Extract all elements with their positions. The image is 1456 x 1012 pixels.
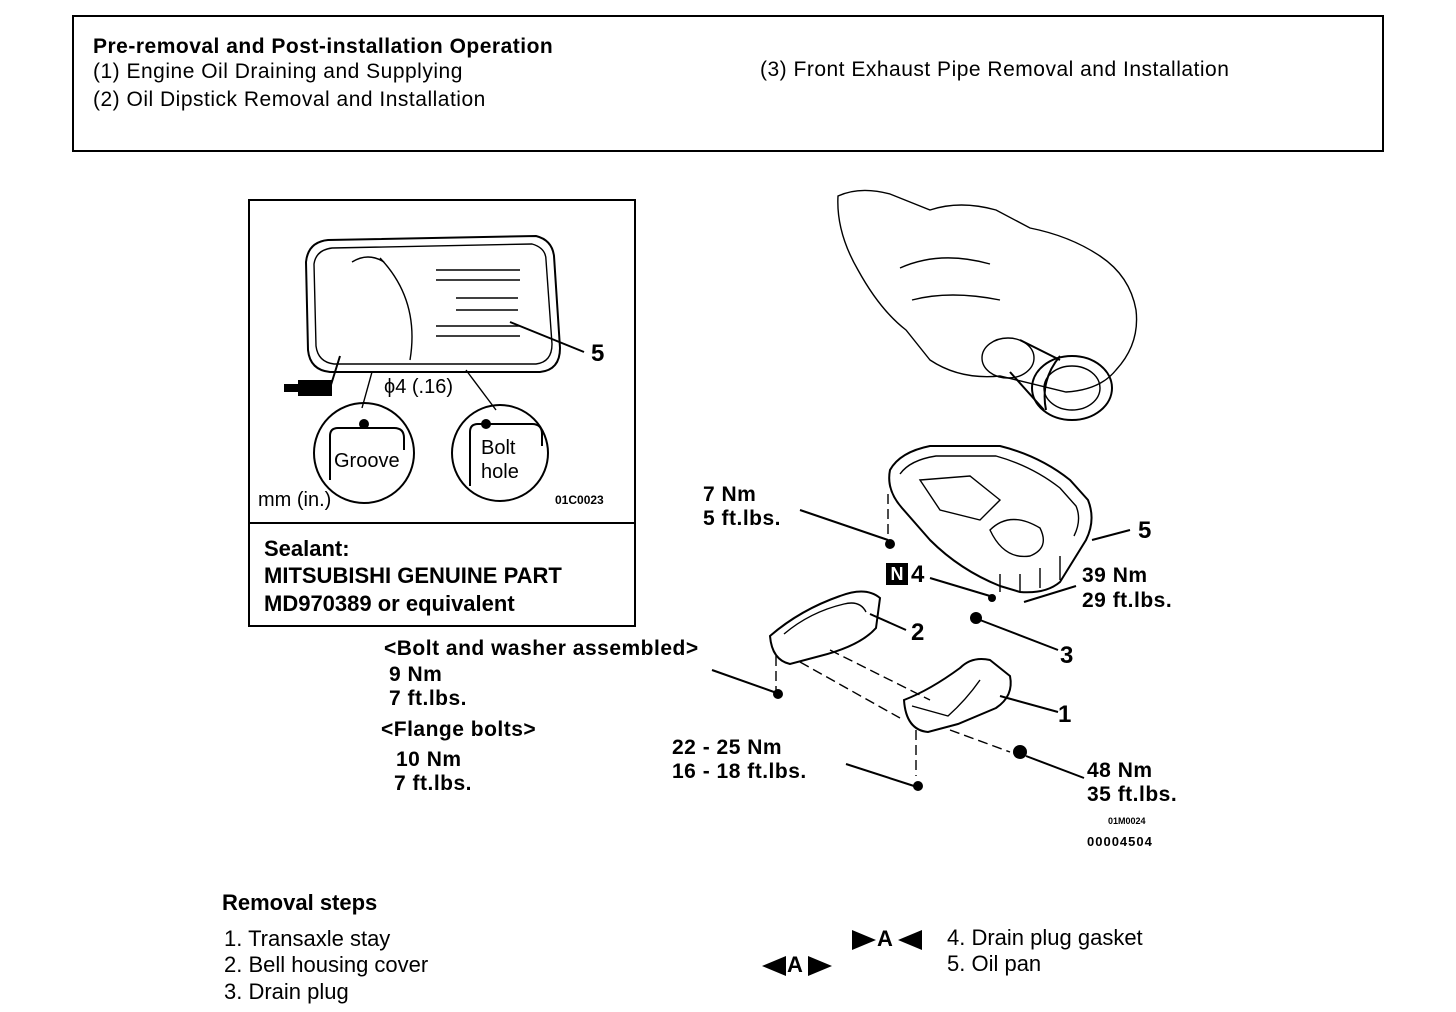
remove-marker-icon (762, 956, 832, 976)
sealant-line-2: MD970389 or equivalent (264, 591, 515, 616)
bolt-hole-label-1: Bolt (481, 437, 516, 459)
operation-item-2: (2) Oil Dipstick Removal and Installatio… (93, 88, 486, 111)
inset-callout-5: 5 (591, 340, 605, 367)
sealant-title: Sealant: (264, 536, 350, 561)
callout-3: 3 (1060, 642, 1074, 669)
transaxle-stay-drawing (902, 658, 1012, 734)
diagram-code-b: 00004504 (1087, 834, 1153, 849)
operations-title: Pre-removal and Post-installation Operat… (93, 35, 554, 58)
operation-item-3: (3) Front Exhaust Pipe Removal and Insta… (760, 58, 1230, 81)
bolt-hole-label-2: hole (481, 461, 519, 483)
callout-1: 1 (1058, 701, 1072, 728)
removal-step-5: 5. Oil pan (947, 951, 1042, 976)
bolt-washer-ft: 7 ft.lbs. (389, 687, 468, 710)
stay-side-nm: 48 Nm (1087, 759, 1153, 782)
remove-marker-label: A (787, 952, 803, 977)
inset-code: 01C0023 (555, 493, 604, 507)
install-marker-icon (852, 930, 922, 950)
sealant-line-1: MITSUBISHI GENUINE PART (264, 563, 562, 588)
bolt-washer-nm: 9 Nm (389, 663, 443, 686)
groove-label: Groove (334, 450, 400, 472)
torque-drain-ft: 29 ft.lbs. (1082, 589, 1173, 612)
removal-step-1: 1. Transaxle stay (224, 926, 391, 951)
operations-box (72, 15, 1384, 152)
callout-4: 4 (911, 561, 925, 588)
stay-side-ft: 35 ft.lbs. (1087, 783, 1178, 806)
diagram-code-a: 01M0024 (1108, 816, 1146, 826)
sealant-tube-icon (284, 380, 332, 396)
inset-oil-pan-outline (304, 234, 585, 373)
oil-pan-drawing (888, 445, 1093, 594)
stay-lower-nm: 22 - 25 Nm (672, 736, 783, 759)
callout-2: 2 (911, 619, 925, 646)
flange-title: <Flange bolts> (381, 718, 537, 741)
bell-housing-cover-drawing (768, 590, 882, 666)
removal-step-2: 2. Bell housing cover (224, 952, 429, 977)
flange-ft: 7 ft.lbs. (394, 772, 473, 795)
stay-lower-ft: 16 - 18 ft.lbs. (672, 760, 807, 783)
nut-marker-badge: N (886, 563, 908, 585)
install-marker-label: A (877, 926, 893, 951)
groove-detail-icon (313, 402, 415, 504)
bolt-hole-detail-icon (451, 404, 549, 502)
torque-pan-bolt-ft: 5 ft.lbs. (703, 507, 782, 530)
removal-step-4: 4. Drain plug gasket (947, 925, 1143, 950)
bolt-washer-title: <Bolt and washer assembled> (384, 637, 699, 660)
sealant-inset (248, 199, 636, 627)
removal-title: Removal steps (222, 890, 378, 915)
torque-pan-bolt-nm: 7 Nm (703, 483, 757, 506)
bead-size-label: ϕ4 (.16) (384, 376, 454, 398)
removal-step-3: 3. Drain plug (224, 979, 349, 1004)
callout-5: 5 (1138, 517, 1152, 544)
inset-divider (248, 522, 636, 524)
units-label: mm (in.) (258, 489, 332, 511)
operation-item-1: (1) Engine Oil Draining and Supplying (93, 60, 463, 83)
engine-block-drawing (837, 189, 1138, 421)
torque-drain-nm: 39 Nm (1082, 564, 1148, 587)
flange-nm: 10 Nm (396, 748, 462, 771)
